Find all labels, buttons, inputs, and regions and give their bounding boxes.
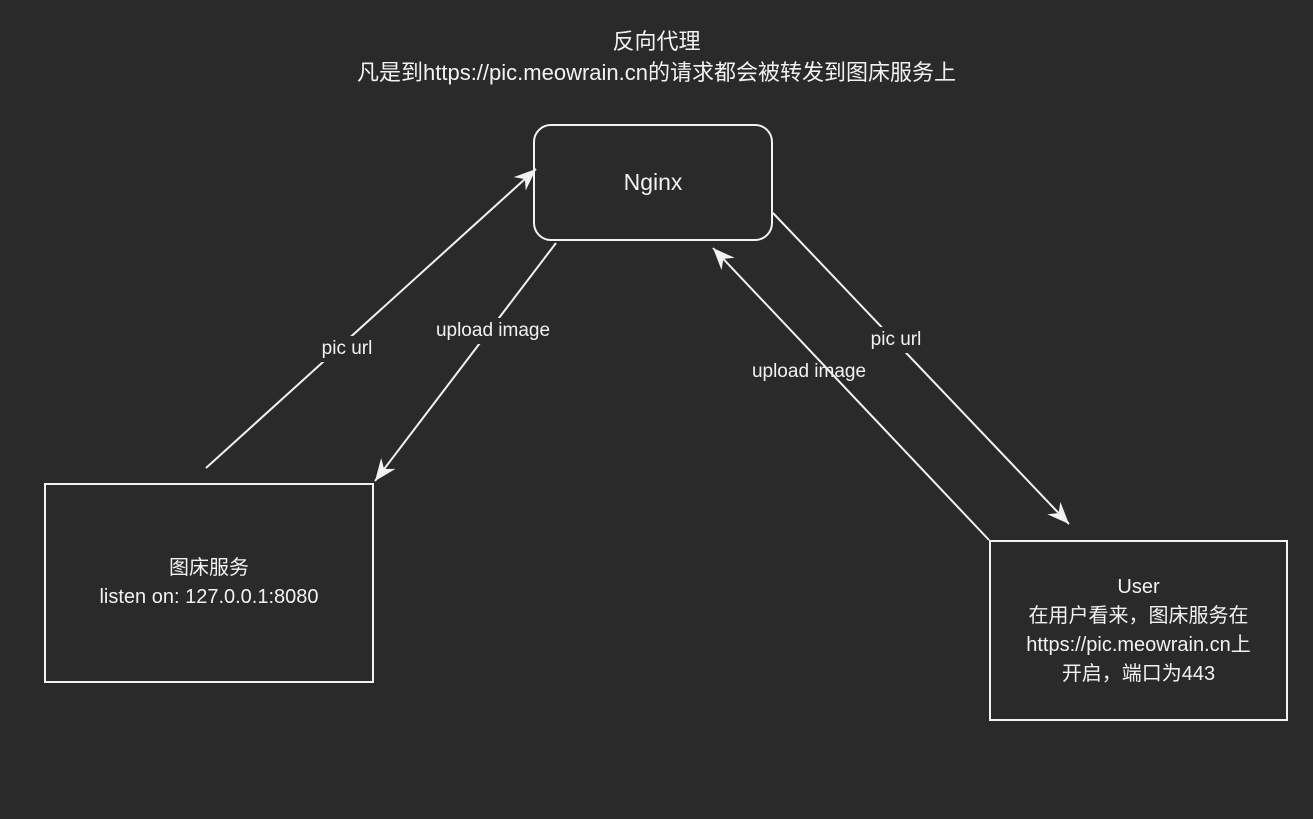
- user-node[interactable]: User 在用户看来，图床服务在 https://pic.meowrain.cn…: [989, 540, 1288, 721]
- nginx-node-label: Nginx: [623, 169, 683, 195]
- edge-label-pic-url-left: pic url: [316, 336, 378, 362]
- user-node-line-2: 在用户看来，图床服务在: [1028, 604, 1249, 627]
- user-node-line-3: https://pic.meowrain.cn上: [1026, 633, 1251, 656]
- user-node-title: User: [1117, 575, 1160, 598]
- picbed-node-title: 图床服务: [169, 557, 249, 579]
- nginx-node[interactable]: Nginx: [533, 124, 773, 241]
- picbed-node[interactable]: 图床服务 listen on: 127.0.0.1:8080: [44, 483, 374, 683]
- title-line-1: 反向代理: [612, 29, 701, 54]
- edge-upload-image-right: [712, 247, 990, 541]
- diagram-title: 反向代理 凡是到https://pic.meowrain.cn的请求都会被转发到…: [0, 26, 1313, 88]
- user-node-line-4: 开启，端口为443: [1061, 662, 1216, 685]
- edge-upload-image-left: [374, 242, 557, 482]
- edge-label-pic-url-right: pic url: [865, 327, 927, 353]
- edge-label-upload-image-right: upload image: [751, 361, 867, 382]
- picbed-node-subtitle: listen on: 127.0.0.1:8080: [99, 586, 319, 608]
- edge-pic-url-right: [772, 212, 1070, 525]
- title-line-2: 凡是到https://pic.meowrain.cn的请求都会被转发到图床服务上: [357, 60, 956, 85]
- edge-pic-url-left: [205, 168, 537, 469]
- edge-label-upload-image-left: upload image: [430, 318, 556, 344]
